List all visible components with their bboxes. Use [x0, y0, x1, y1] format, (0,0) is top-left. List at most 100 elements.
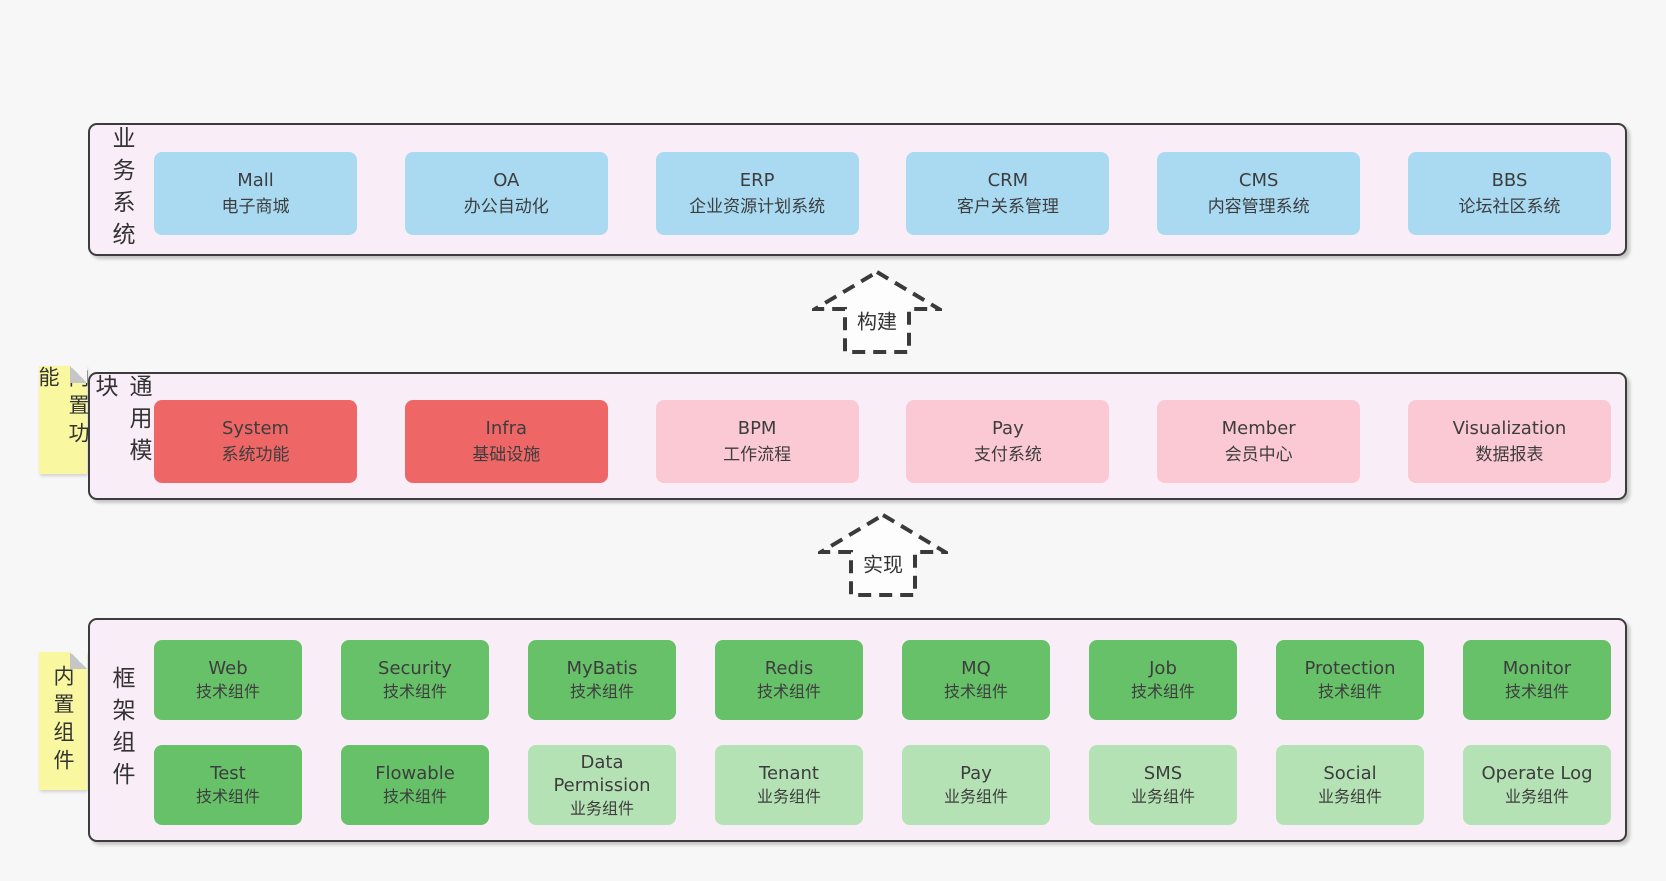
- component-box: Web 技术组件: [154, 640, 302, 720]
- component-box-subtitle: 技术组件: [943, 682, 1008, 701]
- component-box-title: Operate Log: [1481, 763, 1593, 784]
- component-box-subtitle: 技术组件: [382, 682, 447, 701]
- component-box: Job 技术组件: [1089, 640, 1237, 720]
- component-box-subtitle: 业务组件: [1130, 787, 1195, 806]
- component-box-subtitle: 技术组件: [382, 787, 447, 806]
- component-box-subtitle: 技术组件: [1504, 682, 1569, 701]
- module-box-title: System: [221, 418, 290, 439]
- module-box-subtitle: 系统功能: [221, 445, 290, 465]
- component-box: Pay 业务组件: [902, 745, 1050, 825]
- component-box-subtitle: 技术组件: [756, 682, 821, 701]
- folded-corner-icon: [70, 366, 87, 383]
- component-box: Security 技术组件: [341, 640, 489, 720]
- component-box-title: Job: [1149, 658, 1177, 679]
- sticky-label: 内置组件: [51, 665, 75, 777]
- module-box-subtitle: 电子商城: [221, 197, 290, 217]
- component-box-subtitle: 技术组件: [1317, 682, 1382, 701]
- module-box-title: BPM: [737, 418, 777, 439]
- component-box-title: Web: [208, 658, 248, 679]
- arrow-build-label: 构建: [854, 305, 900, 335]
- module-box-title: CRM: [987, 170, 1029, 191]
- component-box-subtitle: 技术组件: [195, 682, 260, 701]
- component-box-title: Pay: [960, 763, 992, 784]
- component-box-title: MQ: [961, 658, 991, 679]
- module-box-subtitle: 工作流程: [723, 445, 792, 465]
- module-box-title: Visualization: [1452, 418, 1567, 439]
- module-box-title: ERP: [739, 170, 775, 191]
- module-box-title: CMS: [1238, 170, 1279, 191]
- layer-modules-label: 通用模块: [91, 374, 151, 470]
- component-box: Social 业务组件: [1276, 745, 1424, 825]
- component-box-title: Social: [1323, 763, 1377, 784]
- component-box-title: Security: [378, 658, 452, 679]
- module-box-title: Infra: [485, 418, 528, 439]
- module-box-subtitle: 基础设施: [472, 445, 541, 465]
- module-box-subtitle: 企业资源计划系统: [689, 197, 826, 217]
- sticky-note-builtin-features: 内置功能: [36, 366, 90, 474]
- framework-box-row-1: Web 技术组件 Security 技术组件 MyBatis 技术组件 Redi…: [154, 640, 1611, 720]
- module-box: Visualization 数据报表: [1407, 400, 1611, 483]
- component-box-title: Test: [210, 763, 246, 784]
- component-box-title: Tenant: [759, 763, 819, 784]
- module-box-title: OA: [493, 170, 520, 191]
- module-box-subtitle: 数据报表: [1475, 445, 1544, 465]
- component-box: Protection 技术组件: [1276, 640, 1424, 720]
- component-box-subtitle: 业务组件: [943, 787, 1008, 806]
- component-box: SMS 业务组件: [1089, 745, 1237, 825]
- component-box: MQ 技术组件: [902, 640, 1050, 720]
- sticky-note-builtin-components: 内置组件: [39, 652, 87, 790]
- component-box-title: MyBatis: [566, 658, 638, 679]
- module-box-subtitle: 办公自动化: [463, 197, 549, 217]
- component-box-subtitle: 业务组件: [1504, 787, 1569, 806]
- module-box: Infra 基础设施: [404, 400, 608, 483]
- arrow-up-implement: 实现: [818, 511, 948, 599]
- component-box-subtitle: 业务组件: [756, 787, 821, 806]
- component-box-subtitle: 技术组件: [195, 787, 260, 806]
- component-box-title: Data Permission: [553, 751, 651, 796]
- layer-business-systems: 业务系统 Mall 电子商城 OA 办公自动化 ERP 企业资源计划系统 CRM…: [88, 123, 1627, 256]
- module-box-title: BBS: [1491, 170, 1528, 191]
- component-box: MyBatis 技术组件: [528, 640, 676, 720]
- modules-box-row: System 系统功能 Infra 基础设施 BPM 工作流程 Pay 支付系统…: [154, 400, 1611, 483]
- component-box: Data Permission 业务组件: [528, 745, 676, 825]
- module-box-title: Mall: [237, 170, 274, 191]
- module-box-subtitle: 会员中心: [1224, 445, 1293, 465]
- module-box-subtitle: 支付系统: [973, 445, 1042, 465]
- component-box-subtitle: 业务组件: [569, 798, 634, 818]
- layer-business-label: 业务系统: [108, 125, 134, 254]
- component-box-title: SMS: [1143, 763, 1183, 784]
- module-box-title: Member: [1221, 418, 1296, 439]
- component-box: Tenant 业务组件: [715, 745, 863, 825]
- module-box: BBS 论坛社区系统: [1407, 152, 1611, 235]
- business-box-row: Mall 电子商城 OA 办公自动化 ERP 企业资源计划系统 CRM 客户关系…: [154, 152, 1611, 235]
- arrow-up-build: 构建: [812, 268, 942, 356]
- component-box-title: Redis: [764, 658, 814, 679]
- component-box: Test 技术组件: [154, 745, 302, 825]
- module-box: OA 办公自动化: [404, 152, 608, 235]
- module-box: Member 会员中心: [1157, 400, 1361, 483]
- module-box: ERP 企业资源计划系统: [655, 152, 859, 235]
- module-box: System 系统功能: [154, 400, 357, 483]
- component-box-subtitle: 业务组件: [1317, 787, 1382, 806]
- module-box: Pay 支付系统: [906, 400, 1110, 483]
- component-box-title: Protection: [1304, 658, 1396, 679]
- module-box-subtitle: 论坛社区系统: [1458, 197, 1561, 217]
- module-box: CMS 内容管理系统: [1157, 152, 1361, 235]
- component-box: Monitor 技术组件: [1463, 640, 1611, 720]
- module-box-title: Pay: [992, 418, 1024, 439]
- component-box-title: Flowable: [375, 763, 455, 784]
- module-box-subtitle: 客户关系管理: [956, 197, 1059, 217]
- component-box-subtitle: 技术组件: [1130, 682, 1195, 701]
- component-box: Operate Log 业务组件: [1463, 745, 1611, 825]
- layer-framework-components: 框架组件 Web 技术组件 Security 技术组件 MyBatis 技术组件…: [88, 618, 1627, 842]
- module-box: Mall 电子商城: [154, 152, 357, 235]
- folded-corner-icon: [70, 652, 87, 669]
- component-box-title: Monitor: [1502, 658, 1572, 679]
- arrow-implement-label: 实现: [860, 548, 906, 578]
- component-box: Flowable 技术组件: [341, 745, 489, 825]
- module-box: CRM 客户关系管理: [906, 152, 1110, 235]
- layer-framework-label: 框架组件: [108, 666, 134, 794]
- component-box-subtitle: 技术组件: [569, 682, 634, 701]
- layer-common-modules: 通用模块 System 系统功能 Infra 基础设施 BPM 工作流程 Pay…: [88, 372, 1627, 500]
